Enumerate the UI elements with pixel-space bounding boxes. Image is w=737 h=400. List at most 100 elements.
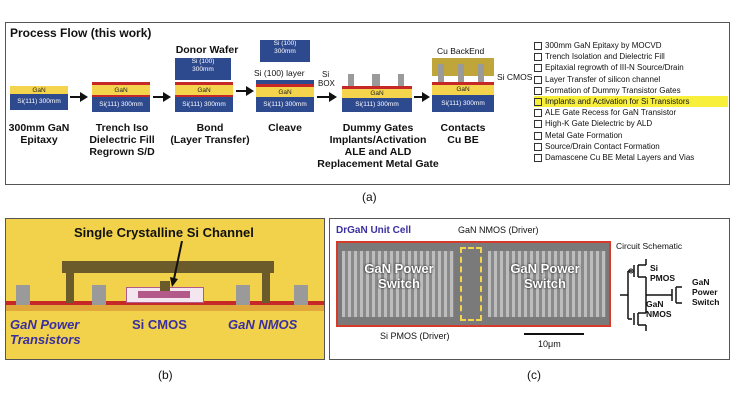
panel-c-frame: DrGaN Unit Cell GaN NMOS (Driver) GaN Po… <box>329 218 730 360</box>
checklist-item: ALE Gate Recess for GaN Transistor <box>534 107 728 118</box>
arrow-3 <box>236 86 254 96</box>
checkbox-icon <box>534 153 542 162</box>
donor-300mm: 300mm <box>192 66 214 73</box>
gan-power-switch-right-label: GaN Power Switch <box>510 261 580 291</box>
single-crystalline-label: Single Crystalline Si Channel <box>74 225 254 240</box>
checklist-item: Trench Isolation and Dielectric Fill <box>534 51 728 62</box>
checkbox-icon <box>534 86 542 95</box>
step4-si-substrate: Si(111) 300mm <box>256 97 314 112</box>
b-si-gate <box>160 281 170 291</box>
checklist-item: Formation of Dummy Transistor Gates <box>534 85 728 96</box>
si-cmos-label-b: Si CMOS <box>132 317 187 332</box>
checkbox-icon <box>534 53 542 62</box>
si-label: Si <box>322 70 330 79</box>
b-si-channel <box>138 291 190 298</box>
panel-b-frame: Single Crystalline Si Channel GaN Power … <box>5 218 325 360</box>
step5-si-substrate: Si(111) 300mm <box>342 98 412 112</box>
caption-c: (c) <box>527 368 541 382</box>
via-1 <box>438 64 444 82</box>
step5-red-top <box>342 86 412 89</box>
checklist-item: Epitaxial regrowth of III-N Source/Drain <box>534 62 728 73</box>
drgan-unit-cell-label: DrGaN Unit Cell <box>336 225 412 236</box>
step6-label: Contacts Cu BE <box>440 122 486 146</box>
right-power-switch-area <box>488 251 606 317</box>
step6-si-substrate: Si(111) 300mm <box>432 95 494 112</box>
checklist-item: Metal Gate Formation <box>534 130 728 141</box>
step2-dielectric <box>92 82 150 85</box>
b-gan-gate-3 <box>236 285 250 305</box>
step4-box <box>256 84 314 87</box>
checklist-item: 300mm GaN Epitaxy by MOCVD <box>534 40 728 51</box>
layout-image: GaN Power Switch GaN Power Switch <box>336 241 611 327</box>
gan-nmos-label-b: GaN NMOS <box>228 317 298 332</box>
cleave-si100: Si (100) <box>273 40 297 47</box>
step2-red-line <box>92 95 150 97</box>
checklist-item-label: Epitaxial regrowth of III-N Source/Drain <box>545 63 684 73</box>
arrow-5 <box>414 92 430 102</box>
circuit-schematic-title: Circuit Schematic <box>616 241 683 251</box>
step3-bond-layer <box>175 82 233 85</box>
checklist-item-label: 300mm GaN Epitaxy by MOCVD <box>545 41 662 50</box>
circuit-schematic <box>620 259 682 331</box>
gan-power-transistors-label: GaN Power Transistors <box>10 317 81 347</box>
step6-wafer: GaN Si(111) 300mm <box>432 58 494 112</box>
b-gan-gate-4 <box>294 285 308 305</box>
checklist-item: Source/Drain Contact Formation <box>534 141 728 152</box>
checklist-item-label: Implants and Activation for Si Transisto… <box>545 97 690 107</box>
step2-label: Trench Iso Dielectric Fill Regrown S/D <box>89 122 155 158</box>
b-top-metal <box>62 261 274 273</box>
cu-backend-label: Cu BackEnd <box>437 46 485 56</box>
checkbox-icon <box>534 131 542 140</box>
si-cmos-label-a: Si CMOS <box>497 72 533 82</box>
si100-layer-label: Si (100) layer <box>254 68 305 78</box>
left-power-switch-area <box>342 251 454 317</box>
checklist-item: Damascene Cu BE Metal Layers and Vias <box>534 152 728 163</box>
checklist-item-label: Formation of Dummy Transistor Gates <box>545 85 681 95</box>
checklist-item-label: Metal Gate Formation <box>545 130 623 140</box>
b-via-right <box>262 273 270 303</box>
step5-label: Dummy Gates Implants/Activation ALE and … <box>317 122 439 170</box>
dummy-gate-3 <box>398 74 404 86</box>
checkbox-icon <box>534 120 542 129</box>
step4-wafer: GaN Si(111) 300mm <box>256 80 314 112</box>
donor-si100: Si (100) <box>191 58 215 65</box>
scale-label: 10μm <box>538 339 561 349</box>
box-label: BOX <box>318 79 335 88</box>
checklist-item-label: Layer Transfer of silicon channel <box>545 74 661 84</box>
cleave-300mm: 300mm <box>274 48 296 55</box>
checklist-item: Layer Transfer of silicon channel <box>534 74 728 85</box>
step5-wafer: GaN Si(111) 300mm <box>342 74 412 112</box>
driver-region <box>460 247 482 321</box>
step3-gan-layer: GaN <box>175 85 233 95</box>
b-gan-gate-2 <box>92 285 106 305</box>
checkbox-icon <box>534 97 542 106</box>
step1-gan-layer: GaN <box>10 86 68 94</box>
dummy-gate-1 <box>348 74 354 86</box>
b-via-left <box>66 273 74 303</box>
dummy-gate-2 <box>372 74 380 86</box>
gan-nmos-driver-label: GaN NMOS (Driver) <box>458 225 539 235</box>
step3-wafer: GaN Si(111) 300mm <box>175 82 233 112</box>
b-orange-layer <box>6 305 324 311</box>
cleave-si-top: Si (100) 300mm <box>260 40 310 62</box>
step2-gan-layer: GaN <box>92 85 150 95</box>
step2-wafer: GaN Si(111) 300mm <box>92 82 150 112</box>
via-3 <box>478 64 484 82</box>
checklist-item-label: ALE Gate Recess for GaN Transistor <box>545 108 677 118</box>
step4-label: Cleave <box>268 122 302 134</box>
schematic-si-pmos-label: Si PMOS <box>650 263 676 283</box>
scale-bar <box>524 333 584 335</box>
donor-wafer-label: Donor Wafer <box>175 44 239 56</box>
checkbox-icon <box>534 109 542 118</box>
step4-si-layer <box>256 80 314 84</box>
b-pointer-arrow <box>170 241 183 287</box>
step6-gan-layer: GaN <box>432 85 494 95</box>
step4-gan-layer: GaN <box>256 87 314 97</box>
step1-label: 300mm GaN Epitaxy <box>8 122 70 146</box>
checkbox-icon <box>534 75 542 84</box>
donor-wafer-si: Si (100) 300mm <box>175 58 231 80</box>
checkbox-icon <box>534 64 542 73</box>
step3-si-substrate: Si(111) 300mm <box>175 97 233 112</box>
checklist-item-label: Damascene Cu BE Metal Layers and Vias <box>545 153 695 163</box>
